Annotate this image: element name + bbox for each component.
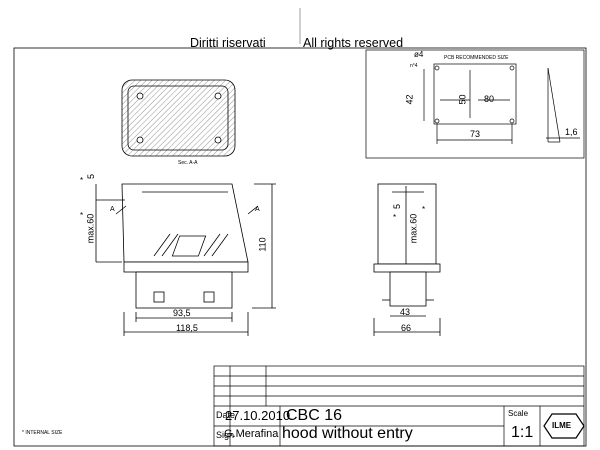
pcb-detail-box [365, 49, 585, 159]
side-max60: max.60 [408, 213, 419, 244]
pcb-dim-42: 42 [404, 94, 415, 105]
rights-en: All rights reserved [303, 36, 404, 50]
side-star-left: * [393, 213, 397, 222]
front-dim-118-5: 118,5 [176, 323, 198, 333]
section-label: Sec. A-A [178, 160, 198, 166]
internal-size-footnote: * INTERNAL SIZE [22, 430, 63, 436]
title-block [213, 365, 585, 447]
ilme-logo-text: ILME [552, 421, 572, 430]
pcb-hole-dia: ø4 [414, 50, 424, 59]
pcb-dim-1-6: 1,6 [565, 127, 578, 137]
side-view [373, 183, 441, 336]
front-section-a-right: A [255, 206, 260, 213]
pcb-dim-80: 80 [484, 94, 495, 104]
front-view [95, 183, 276, 336]
scale-label: Scale [508, 409, 529, 418]
pcb-dim-50: 50 [457, 94, 468, 105]
pcb-hole-count: n°4 [410, 63, 418, 69]
front-star-side: * [80, 211, 84, 220]
front-dim-5: 5 [86, 173, 97, 180]
side-dim-43: 43 [400, 307, 411, 317]
front-star-top: * [80, 176, 84, 185]
side-star-right: * [422, 205, 426, 214]
section-view [121, 79, 236, 157]
scale-value: 1:1 [511, 424, 534, 441]
pcb-title: PCB RECOMMENDED SIZE [444, 55, 509, 61]
pcb-dim-73: 73 [470, 129, 481, 139]
sign-label: Sign [216, 430, 235, 440]
front-max60: max.60 [85, 213, 96, 244]
product-code: CBC 16 [286, 407, 343, 424]
ilme-logo [543, 413, 585, 439]
date-value: 27.10.2010 [225, 408, 291, 423]
front-dim-110: 110 [257, 237, 268, 252]
side-dim-5: 5 [392, 203, 403, 210]
product-desc: hood without entry [282, 425, 413, 442]
sign-value: G.Merafina [224, 428, 279, 440]
side-dim-66: 66 [401, 323, 412, 333]
front-dim-93-5: 93,5 [173, 308, 191, 318]
front-section-a-left: A [110, 206, 115, 213]
date-label: Date [216, 410, 236, 420]
rights-it: Diritti riservati [190, 36, 266, 50]
